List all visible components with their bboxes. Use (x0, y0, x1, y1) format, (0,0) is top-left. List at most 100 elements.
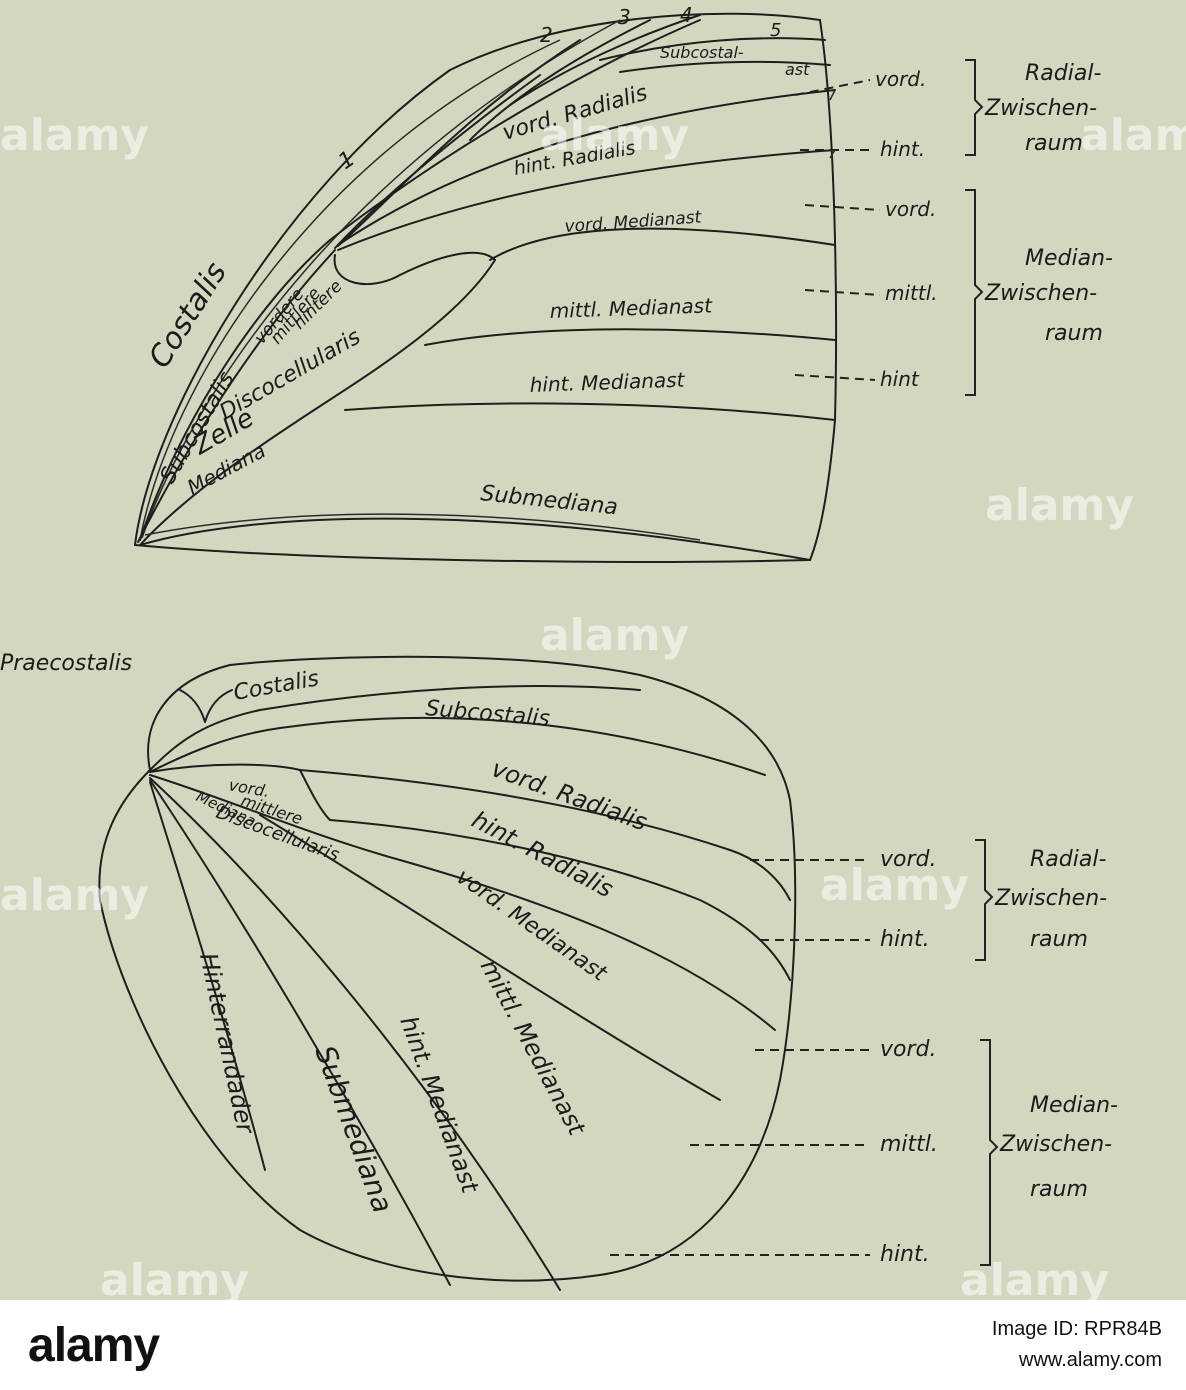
hindwing-legend-radial-group-c: raum (1030, 927, 1088, 952)
forewing-label-submediana: Submediana (479, 481, 619, 520)
footer-info: Image ID: RPR84B www.alamy.com (992, 1318, 1162, 1372)
watermark-9: alamy (960, 1255, 1109, 1300)
hindwing-hint-radialis-vein (329, 819, 791, 981)
hindwing-legend-median-vord: vord. (880, 1037, 936, 1062)
hindwing-vord-medianast-vein (149, 774, 776, 1031)
forewing-dash-median-mittl (804, 289, 881, 296)
watermark-7: alamy (820, 860, 969, 911)
watermarks: alamy alamy alamy alamy alamy alamy alam… (0, 110, 1186, 1300)
forewing-hint-radialis-vein (337, 149, 836, 251)
hindwing-label-mittl-medianast: mittl. Medianast (475, 955, 592, 1141)
hindwing-discocellularis-vein (149, 763, 331, 821)
hindwing-vord-radialis-vein (299, 769, 791, 901)
watermark-6: alamy (0, 870, 149, 921)
watermark-1: alamy (0, 110, 149, 161)
watermark-8: alamy (100, 1255, 249, 1300)
alamy-logo: alamy (28, 1319, 160, 1372)
forewing-dash-median-hint (794, 374, 876, 381)
footer-url-link[interactable]: www.alamy.com (1019, 1349, 1162, 1371)
forewing-costal-edge-1 (139, 39, 561, 541)
watermark-3: alamy (1080, 110, 1186, 161)
forewing-subcostalis-vein (137, 249, 336, 543)
stock-footer: alamy Image ID: RPR84B www.alamy.com (0, 1300, 1186, 1390)
forewing-inner-margin (144, 513, 701, 541)
forewing-legend-median-vord: vord. (885, 197, 936, 221)
watermark-4: alamy (985, 480, 1134, 531)
forewing-legend-radial-group-a: Radial- (1025, 61, 1101, 86)
forewing-dash-radial-vord (794, 79, 871, 96)
forewing-vein-1 (334, 74, 541, 249)
hindwing-label-submediana: Submediana (308, 1041, 399, 1217)
forewing-label-hint-medianast: hint. Medianast (529, 368, 686, 397)
forewing-label-5: 5 (770, 20, 781, 41)
hindwing-legend-median-group-b: Zwischen- (999, 1132, 1112, 1157)
forewing-costalis-vein (139, 19, 701, 541)
hindwing-legend-median-hint: hint. (880, 1242, 930, 1267)
forewing-mediana-vein (139, 259, 496, 546)
wing-venation-plate: 2 3 4 5 1 Subcostal- ast vord. Radialis … (0, 3, 1186, 1300)
forewing-dash-median-vord (804, 204, 881, 211)
forewing-legend-median-group-a: Median- (1025, 246, 1113, 271)
forewing-label-subcostalast-b: ast (785, 60, 810, 79)
forewing-mittl-medianast-vein (424, 328, 836, 346)
hindwing-legend-radial-group-b: Zwischen- (994, 886, 1107, 911)
forewing-label-mittl-medianast: mittl. Medianast (549, 293, 713, 323)
hindwing-brace-radial (975, 839, 994, 961)
forewing-label-vord-medianast: vord. Medianast (564, 207, 703, 237)
hindwing-outline (98, 655, 797, 1282)
wing-venation-diagram: 2 3 4 5 1 Subcostal- ast vord. Radialis … (0, 3, 1186, 1300)
forewing-margin-ticks (829, 89, 836, 159)
watermark-2: alamy (540, 110, 689, 161)
hindwing-legend-median-group-a: Median- (1030, 1093, 1118, 1118)
forewing-legend-radial-group-c: raum (1025, 131, 1083, 156)
hindwing-subcostalis-vein (149, 716, 766, 776)
forewing-outline (133, 12, 838, 563)
forewing-label-4: 4 (680, 3, 693, 27)
hindwing-legend-radial-group-a: Radial- (1030, 847, 1106, 872)
forewing-vein-4 (509, 14, 701, 106)
forewing-costal-edge-2 (141, 19, 621, 539)
watermark-5: alamy (540, 610, 689, 661)
hindwing: Praecostalis Costalis Subcostalis vord. … (0, 651, 1118, 1291)
forewing-submediana-vein (139, 517, 811, 561)
hindwing-legend-median-group-c: raum (1030, 1177, 1088, 1202)
hindwing-hint-medianast-vein (149, 777, 561, 1291)
hindwing-costalis-vein (149, 685, 641, 771)
hindwing-label-costalis: Costalis (232, 666, 321, 706)
forewing-legend-median-group-b: Zwischen- (984, 281, 1097, 306)
hindwing-hinterrandader-vein (149, 781, 266, 1171)
hindwing-legend-median-mittl: mittl. (880, 1132, 938, 1157)
forewing-legend-radial-group-b: Zwischen- (984, 96, 1097, 121)
forewing-legend-radial-vord: vord. (875, 67, 926, 91)
forewing-vein-3 (469, 19, 651, 141)
hindwing-label-subcostalis: Subcostalis (424, 696, 550, 732)
forewing-label-subcostalast-a: Subcostal- (660, 43, 744, 62)
forewing-label-3: 3 (618, 5, 631, 29)
hindwing-label-praecostalis: Praecostalis (0, 651, 132, 676)
forewing-label-costalis: Costalis (142, 256, 234, 374)
forewing-legend-median-mittl: mittl. (885, 281, 938, 305)
forewing: 2 3 4 5 1 Subcostal- ast vord. Radialis … (133, 3, 1113, 563)
forewing-vein-2 (337, 39, 581, 247)
forewing-legend-median-group-c: raum (1045, 321, 1103, 346)
hindwing-praecostalis-vein (179, 689, 233, 723)
forewing-discocellularis-vein (333, 251, 496, 286)
forewing-label-2: 2 (540, 23, 553, 47)
forewing-brace-median (965, 189, 984, 396)
hindwing-label-hinterrandader: Hinterrandader (194, 950, 260, 1137)
hindwing-brace-median (980, 1039, 999, 1266)
forewing-vein-5 (599, 37, 826, 61)
hindwing-mittl-medianast-vein (259, 814, 721, 1101)
forewing-vord-medianast-vein (489, 227, 836, 261)
hindwing-label-hint-medianast: hint. Medianast (394, 1012, 484, 1198)
hindwing-legend-radial-vord: vord. (880, 847, 936, 872)
forewing-legend-radial-hint: hint. (880, 137, 925, 161)
image-id-text: Image ID: RPR84B (991, 1318, 1162, 1340)
forewing-legend-median-hint: hint (880, 367, 920, 391)
forewing-subcostalast-vein (619, 60, 831, 73)
forewing-vord-radialis-vein (337, 89, 836, 246)
forewing-hint-medianast-vein (344, 402, 836, 421)
forewing-brace-radial (965, 59, 984, 156)
hindwing-submediana-vein (149, 779, 451, 1286)
hindwing-legend-radial-hint: hint. (880, 927, 930, 952)
